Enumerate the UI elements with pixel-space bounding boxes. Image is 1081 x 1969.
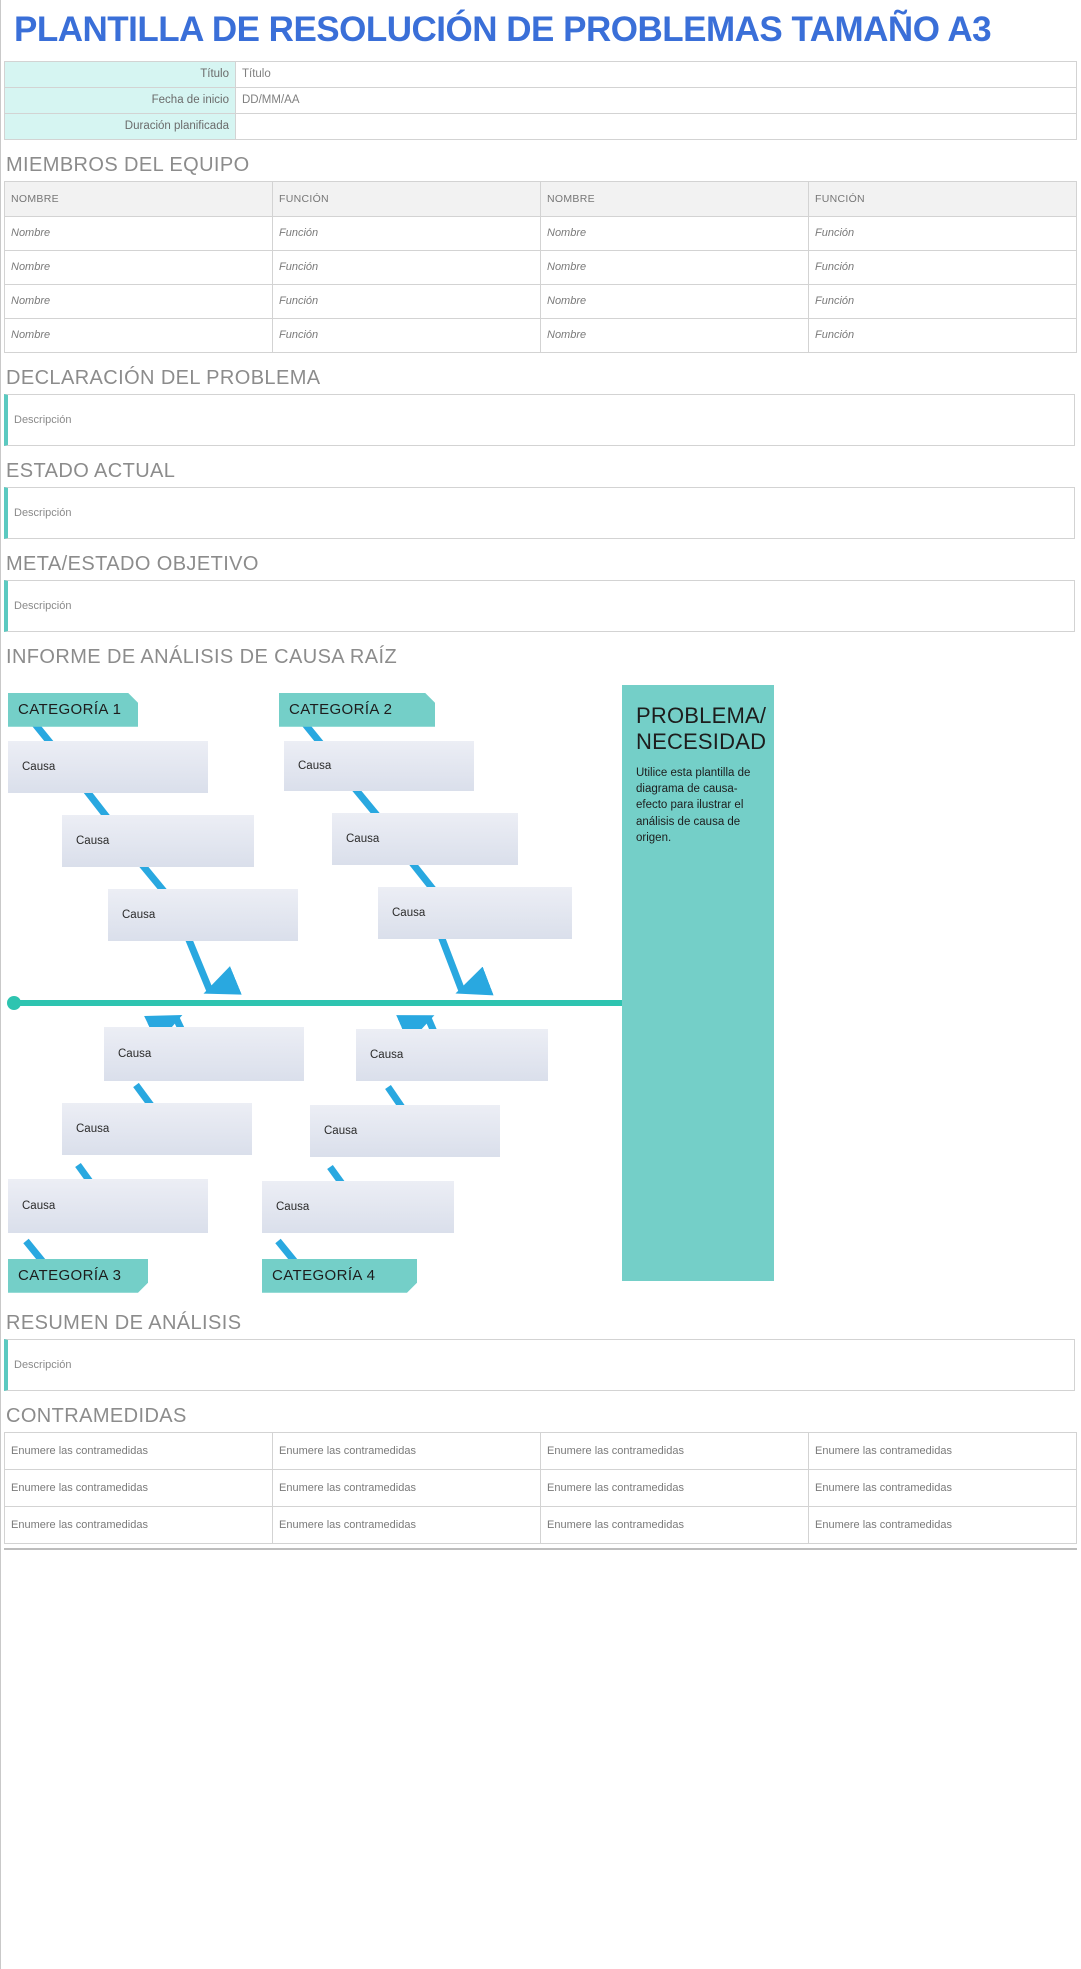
page-title: PLANTILLA DE RESOLUCIÓN DE PROBLEMAS TAM…	[14, 10, 992, 49]
table-row: Título Título	[4, 60, 1077, 88]
problem-need-text: Utilice esta plantilla de diagrama de ca…	[636, 766, 751, 844]
col-header-nombre-2: NOMBRE	[540, 180, 809, 217]
current-state-field[interactable]: Descripción	[4, 486, 1075, 539]
info-value-duracion[interactable]	[235, 112, 1077, 140]
section-heading-problem-statement: DECLARACIÓN DEL PROBLEMA	[6, 366, 321, 389]
section-heading-current-state: ESTADO ACTUAL	[6, 459, 176, 482]
cell-funcion[interactable]: Función	[272, 249, 541, 285]
cell-nombre[interactable]: Nombre	[4, 249, 273, 285]
cause-box[interactable]: Causa	[284, 740, 474, 791]
section-heading-team: MIEMBROS DEL EQUIPO	[6, 153, 250, 176]
cause-box[interactable]: Causa	[62, 1102, 252, 1155]
section-heading-root-cause: INFORME DE ANÁLISIS DE CAUSA RAÍZ	[6, 645, 398, 668]
category-tag-2[interactable]: CATEGORÍA 2	[279, 693, 435, 727]
cell-nombre[interactable]: Nombre	[540, 283, 809, 319]
cell-funcion[interactable]: Función	[808, 215, 1077, 251]
spine-start-dot	[7, 995, 21, 1010]
cell-funcion[interactable]: Función	[808, 283, 1077, 319]
cause-box[interactable]: Causa	[310, 1104, 500, 1157]
goal-state-placeholder: Descripción	[14, 599, 72, 612]
project-info-table: Título Título Fecha de inicio DD/MM/AA D…	[4, 60, 1077, 140]
cell-countermeasure[interactable]: Enumere las contramedidas	[540, 1505, 809, 1544]
problem-need-title: PROBLEMA/ NECESIDAD	[636, 702, 767, 754]
col-header-funcion-1: FUNCIÓN	[272, 180, 541, 217]
cell-nombre[interactable]: Nombre	[540, 215, 809, 251]
cell-countermeasure[interactable]: Enumere las contramedidas	[4, 1505, 273, 1544]
cell-countermeasure[interactable]: Enumere las contramedidas	[4, 1468, 273, 1507]
table-row: Duración planificada	[4, 112, 1077, 140]
category-tag-4[interactable]: CATEGORÍA 4	[262, 1259, 417, 1293]
cell-funcion[interactable]: Función	[272, 283, 541, 319]
section-heading-countermeasures: CONTRAMEDIDAS	[6, 1404, 187, 1427]
problem-statement-field[interactable]: Descripción	[4, 393, 1075, 446]
bottom-divider	[4, 1547, 1077, 1550]
info-value-titulo[interactable]: Título	[235, 60, 1077, 88]
info-label-titulo: Título	[4, 60, 236, 88]
problem-need-box[interactable]: PROBLEMA/ NECESIDAD Utilice esta plantil…	[622, 684, 774, 1281]
team-members-table: NOMBRE FUNCIÓN NOMBRE FUNCIÓN Nombre Fun…	[4, 180, 1077, 353]
cell-countermeasure[interactable]: Enumere las contramedidas	[540, 1468, 809, 1507]
title-bar: PLANTILLA DE RESOLUCIÓN DE PROBLEMAS TAM…	[0, 0, 1081, 55]
category-tag-1[interactable]: CATEGORÍA 1	[8, 693, 138, 727]
cell-countermeasure[interactable]: Enumere las contramedidas	[808, 1431, 1077, 1470]
table-row: Enumere las contramedidas Enumere las co…	[4, 1505, 1077, 1544]
cell-countermeasure[interactable]: Enumere las contramedidas	[4, 1431, 273, 1470]
table-row: Nombre Función Nombre Función	[4, 215, 1077, 251]
page-left-edge	[0, 0, 1, 1969]
cause-box[interactable]: Causa	[262, 1180, 454, 1233]
category-tag-3[interactable]: CATEGORÍA 3	[8, 1259, 148, 1293]
section-heading-goal-state: META/ESTADO OBJETIVO	[6, 552, 259, 575]
countermeasures-table: Enumere las contramedidas Enumere las co…	[4, 1431, 1077, 1544]
table-row: Nombre Función Nombre Función	[4, 283, 1077, 319]
analysis-summary-placeholder: Descripción	[14, 1358, 72, 1371]
cell-nombre[interactable]: Nombre	[540, 249, 809, 285]
cell-countermeasure[interactable]: Enumere las contramedidas	[272, 1505, 541, 1544]
info-label-duracion: Duración planificada	[4, 112, 236, 140]
table-row: Enumere las contramedidas Enumere las co…	[4, 1431, 1077, 1470]
cell-countermeasure[interactable]: Enumere las contramedidas	[808, 1505, 1077, 1544]
cell-nombre[interactable]: Nombre	[4, 317, 273, 353]
cause-box[interactable]: Causa	[104, 1026, 304, 1081]
analysis-summary-field[interactable]: Descripción	[4, 1338, 1075, 1391]
col-header-funcion-2: FUNCIÓN	[808, 180, 1077, 217]
table-row: Nombre Función Nombre Función	[4, 317, 1077, 353]
cause-box[interactable]: Causa	[108, 888, 298, 941]
table-row: Fecha de inicio DD/MM/AA	[4, 86, 1077, 114]
table-row: Nombre Función Nombre Función	[4, 249, 1077, 285]
cell-countermeasure[interactable]: Enumere las contramedidas	[540, 1431, 809, 1470]
cell-nombre[interactable]: Nombre	[4, 283, 273, 319]
cause-box[interactable]: Causa	[332, 812, 518, 865]
table-row: Enumere las contramedidas Enumere las co…	[4, 1468, 1077, 1507]
cell-countermeasure[interactable]: Enumere las contramedidas	[808, 1468, 1077, 1507]
cell-countermeasure[interactable]: Enumere las contramedidas	[272, 1468, 541, 1507]
cause-box[interactable]: Causa	[8, 740, 208, 793]
problem-statement-placeholder: Descripción	[14, 413, 72, 426]
cell-funcion[interactable]: Función	[808, 249, 1077, 285]
cause-box[interactable]: Causa	[8, 1178, 208, 1233]
cell-funcion[interactable]: Función	[272, 317, 541, 353]
info-value-fecha-inicio[interactable]: DD/MM/AA	[235, 86, 1077, 114]
cause-box[interactable]: Causa	[62, 814, 254, 867]
cell-funcion[interactable]: Función	[272, 215, 541, 251]
info-label-fecha-inicio: Fecha de inicio	[4, 86, 236, 114]
cell-countermeasure[interactable]: Enumere las contramedidas	[272, 1431, 541, 1470]
cause-box[interactable]: Causa	[378, 886, 572, 939]
table-header-row: NOMBRE FUNCIÓN NOMBRE FUNCIÓN	[4, 180, 1077, 217]
col-header-nombre-1: NOMBRE	[4, 180, 273, 217]
cell-nombre[interactable]: Nombre	[540, 317, 809, 353]
goal-state-field[interactable]: Descripción	[4, 579, 1075, 632]
current-state-placeholder: Descripción	[14, 506, 72, 519]
section-heading-analysis-summary: RESUMEN DE ANÁLISIS	[6, 1311, 242, 1334]
fishbone-diagram: CATEGORÍA 1 CATEGORÍA 2 CATEGORÍA 3 CATE…	[4, 673, 1077, 1298]
cell-funcion[interactable]: Función	[808, 317, 1077, 353]
cell-nombre[interactable]: Nombre	[4, 215, 273, 251]
cause-box[interactable]: Causa	[356, 1028, 548, 1081]
